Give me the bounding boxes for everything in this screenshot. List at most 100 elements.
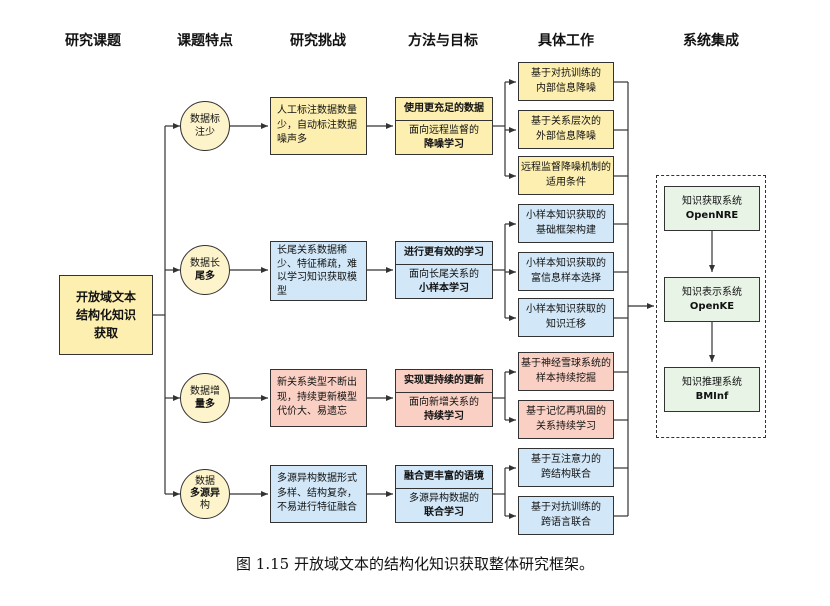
method-line: 多源异构数据的	[409, 493, 479, 504]
system-box-opennre: 知识获取系统 OpenNRE	[664, 186, 760, 231]
root-line: 开放域文本	[75, 290, 136, 304]
challenge-line: 少，自动标注数据	[277, 119, 357, 131]
work-line: 基于对抗训练的	[531, 68, 601, 79]
challenge-line: 以学习知识获取模	[277, 272, 357, 283]
method-detail: 面向新增关系的持续学习	[396, 393, 492, 426]
challenge-line: 型	[277, 285, 287, 297]
challenge-line: 新关系类型不断出	[277, 377, 357, 389]
method-detail: 面向远程监督的降噪学习	[396, 121, 492, 154]
method-line: 持续学习	[424, 410, 464, 422]
feature-line: 构	[200, 500, 210, 511]
method-detail: 多源异构数据的联合学习	[396, 489, 492, 522]
system-box-openke: 知识表示系统 OpenKE	[664, 277, 760, 322]
work-line: 知识迁移	[546, 318, 586, 330]
header-systems: 系统集成	[683, 33, 739, 49]
work-box-8: 基于记忆再巩固的关系持续学习	[518, 400, 614, 439]
work-line: 样本持续挖掘	[536, 372, 596, 384]
work-line: 基于互注意力的	[531, 454, 601, 465]
system-line: 知识获取系统	[682, 195, 742, 207]
work-line: 基于神经雪球系统的	[521, 358, 611, 369]
work-line: 远程监督降噪机制的	[521, 162, 611, 173]
work-line: 适用条件	[546, 176, 586, 188]
header-features: 课题特点	[177, 33, 233, 49]
method-box-4: 融合更丰富的语境 多源异构数据的联合学习	[395, 465, 493, 523]
system-line: OpenNRE	[685, 209, 739, 221]
method-box-2: 进行更有效的学习 面向长尾关系的小样本学习	[395, 241, 493, 299]
work-line: 小样本知识获取的	[526, 210, 606, 221]
feature-line: 多源异	[190, 488, 220, 499]
method-line: 面向新增关系的	[409, 397, 479, 408]
system-line: OpenKE	[689, 300, 735, 312]
feature-circle-incremental: 数据增量多	[180, 373, 230, 423]
work-line: 内部信息降噪	[536, 82, 596, 94]
work-box-2: 基于关系层次的外部信息降噪	[518, 110, 614, 149]
work-line: 基础框架构建	[536, 224, 596, 236]
work-line: 基于对抗训练的	[531, 502, 601, 513]
feature-line: 尾多	[195, 271, 215, 282]
work-line: 富信息样本选择	[531, 272, 601, 284]
method-line: 小样本学习	[419, 282, 469, 294]
feature-line: 数据增	[190, 386, 220, 397]
feature-line: 数据	[195, 476, 215, 487]
work-line: 外部信息降噪	[536, 130, 596, 142]
method-line: 面向远程监督的	[409, 125, 479, 136]
work-line: 基于记忆再巩固的	[526, 406, 606, 417]
work-line: 基于关系层次的	[531, 116, 601, 127]
system-line: BMInf	[695, 390, 729, 402]
method-line: 面向长尾关系的	[409, 269, 479, 280]
challenge-line: 长尾关系数据稀	[277, 245, 347, 256]
challenge-line: 少、特征稀疏，难	[277, 258, 357, 270]
system-line: 知识推理系统	[682, 376, 742, 388]
work-line: 小样本知识获取的	[526, 258, 606, 269]
method-line: 降噪学习	[424, 138, 464, 150]
challenge-line: 噪声多	[277, 134, 307, 146]
challenge-box-2: 长尾关系数据稀少、特征稀疏，难以学习知识获取模型	[270, 241, 367, 301]
root-topic-box: 开放域文本 结构化知识 获取	[59, 275, 153, 355]
work-box-1: 基于对抗训练的内部信息降噪	[518, 62, 614, 101]
challenge-line: 现，持续更新模型	[277, 391, 357, 403]
root-line: 结构化知识	[75, 308, 136, 322]
method-title: 融合更丰富的语境	[396, 466, 492, 489]
figure-caption: 图 1.15 开放域文本的结构化知识获取整体研究框架。	[236, 555, 594, 573]
work-box-3: 远程监督降噪机制的适用条件	[518, 156, 614, 195]
system-integration-group	[656, 175, 766, 438]
work-box-7: 基于神经雪球系统的样本持续挖掘	[518, 352, 614, 391]
work-line: 跨结构联合	[541, 468, 591, 480]
challenge-line: 不易进行特征融合	[277, 502, 357, 514]
feature-line: 量多	[195, 399, 215, 410]
method-detail: 面向长尾关系的小样本学习	[396, 265, 492, 298]
work-line: 小样本知识获取的	[526, 304, 606, 315]
method-box-1: 使用更充足的数据 面向远程监督的降噪学习	[395, 97, 493, 155]
method-title: 使用更充足的数据	[396, 98, 492, 121]
challenge-line: 多源异构数据形式	[277, 473, 357, 485]
feature-line: 注少	[195, 127, 215, 138]
method-line: 联合学习	[424, 506, 464, 518]
feature-circle-heterogeneous: 数据多源异构	[180, 469, 230, 519]
feature-line: 数据标	[190, 114, 220, 125]
root-line: 获取	[93, 326, 118, 340]
header-challenges: 研究挑战	[290, 33, 346, 49]
method-title: 实现更持续的更新	[396, 370, 492, 393]
system-line: 知识表示系统	[682, 286, 742, 298]
feature-line: 数据长	[190, 258, 220, 269]
work-line: 跨语言联合	[541, 516, 591, 528]
work-line: 关系持续学习	[536, 420, 596, 432]
feature-circle-sparse-labels: 数据标注少	[180, 101, 230, 151]
method-title: 进行更有效的学习	[396, 242, 492, 265]
challenge-line: 多样、结构复杂，	[277, 487, 357, 499]
system-box-bminf: 知识推理系统 BMInf	[664, 367, 760, 412]
work-box-5: 小样本知识获取的富信息样本选择	[518, 252, 614, 291]
challenge-line: 代价大、易遗忘	[277, 406, 347, 418]
work-box-9: 基于互注意力的跨结构联合	[518, 448, 614, 487]
work-box-4: 小样本知识获取的基础框架构建	[518, 204, 614, 243]
challenge-box-1: 人工标注数据数量少，自动标注数据噪声多	[270, 97, 367, 155]
challenge-box-3: 新关系类型不断出现，持续更新模型代价大、易遗忘	[270, 369, 367, 427]
header-methods: 方法与目标	[408, 33, 478, 49]
method-box-3: 实现更持续的更新 面向新增关系的持续学习	[395, 369, 493, 427]
challenge-line: 人工标注数据数量	[277, 105, 357, 117]
header-works: 具体工作	[538, 33, 594, 49]
header-topic: 研究课题	[65, 33, 121, 49]
work-box-6: 小样本知识获取的知识迁移	[518, 298, 614, 337]
feature-circle-long-tail: 数据长尾多	[180, 245, 230, 295]
